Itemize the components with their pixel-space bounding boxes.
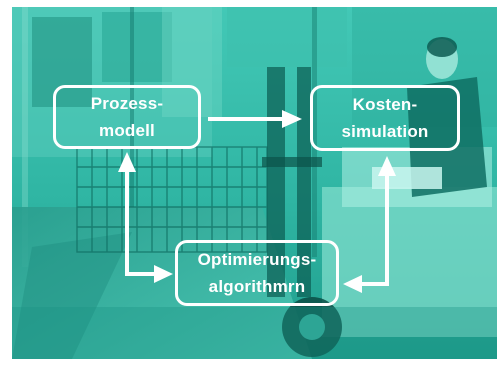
node-kostensimulation: Kosten- simulation xyxy=(310,85,460,151)
node-optimierungsalgorithmrn: Optimierungs- algorithmrn xyxy=(175,240,339,306)
background-photo xyxy=(12,7,497,359)
node-prozessmodell: Prozess- modell xyxy=(53,85,201,149)
forklift-scene-image xyxy=(12,7,497,359)
